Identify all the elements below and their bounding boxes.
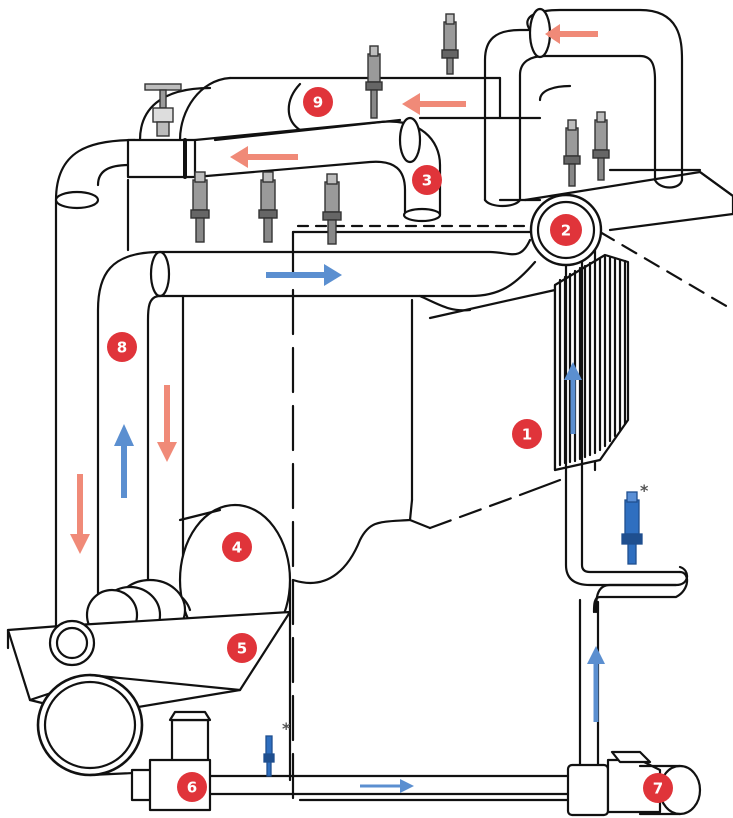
blue-relief-valve-icon [264, 736, 274, 776]
hot-arrow-icon [545, 24, 598, 44]
marker-1: 1 [512, 419, 542, 449]
marker-label: 7 [653, 780, 663, 798]
marker-3: 3 [412, 165, 442, 195]
marker-6: 6 [177, 772, 207, 802]
pump-7 [568, 752, 700, 815]
cold-arrow-icon [587, 646, 605, 722]
asterisk-note: * [640, 481, 649, 500]
marker-label: 4 [232, 539, 242, 557]
safety-valve-icon [564, 120, 580, 186]
downcomer-pipe-8 [98, 252, 183, 620]
marker-4: 4 [222, 532, 252, 562]
blue-relief-valve-icon [622, 492, 642, 564]
marker-label: 1 [522, 426, 532, 444]
hot-arrow-icon [230, 146, 298, 168]
blue-relief-valves [264, 492, 642, 776]
safety-valve-icon [366, 46, 382, 118]
hot-arrow-icon [70, 474, 90, 554]
cold-arrow-icon [266, 264, 342, 286]
marker-9: 9 [303, 87, 333, 117]
cold-arrow-icon [360, 779, 414, 793]
safety-valve-icon [593, 112, 609, 180]
marker-5: 5 [227, 633, 257, 663]
marker-label: 6 [187, 779, 197, 797]
marker-label: 2 [561, 222, 571, 240]
safety-valve-icon [442, 14, 458, 74]
marker-7: 7 [643, 773, 673, 803]
marker-label: 5 [237, 640, 247, 658]
marker-label: 8 [117, 339, 127, 357]
safety-valve-icon [259, 172, 277, 242]
outer-left-pipe [56, 140, 135, 640]
cold-arrow-icon [114, 424, 134, 498]
marker-8: 8 [107, 332, 137, 362]
marker-2: 2 [550, 214, 582, 246]
marker-label: 3 [422, 172, 432, 190]
marker-label: 9 [313, 94, 323, 112]
safety-valve-icon [323, 174, 341, 244]
header-pipe [151, 240, 555, 318]
boiler-casing [290, 172, 733, 800]
asterisk-note: * [282, 719, 291, 738]
hot-arrow-icon [402, 93, 466, 115]
safety-valve-icon [191, 172, 209, 242]
hot-arrow-icon [157, 385, 177, 462]
